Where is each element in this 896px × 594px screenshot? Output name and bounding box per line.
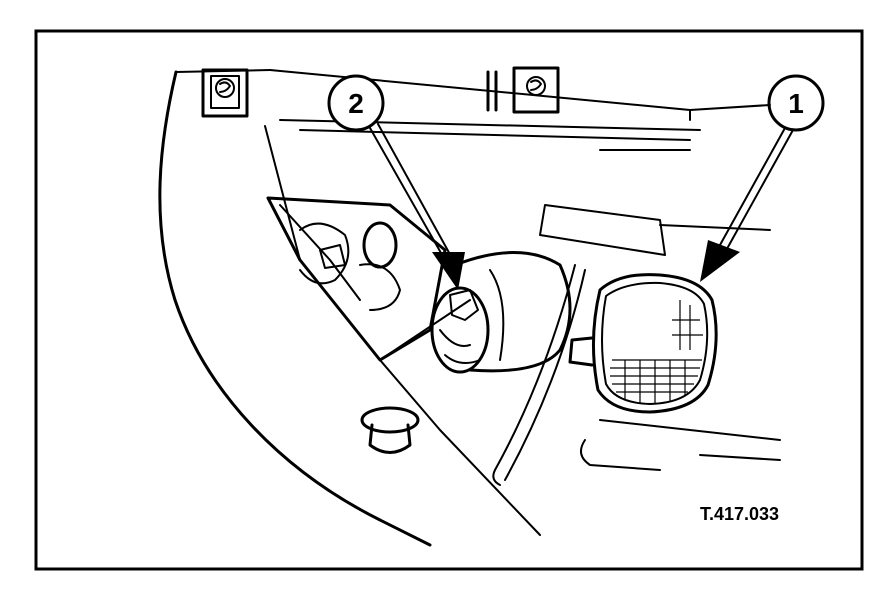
- lower-trim: [492, 204, 781, 486]
- body-panel: [158, 69, 701, 547]
- figure-reference: T.417.033: [700, 504, 779, 524]
- lens-hatching: [610, 300, 703, 404]
- screw-clip-right: [486, 66, 560, 114]
- indicator-lens: [568, 273, 718, 414]
- bulb-holder: [430, 251, 572, 374]
- arrow-head-2: [432, 252, 465, 290]
- push-clip: [360, 406, 420, 454]
- arrow-head-1: [700, 240, 740, 282]
- figure-frame: [34, 29, 864, 571]
- lamp-housing-cavity: [266, 196, 447, 362]
- callout-label-1: 1: [788, 88, 804, 119]
- callout-1: 1: [689, 74, 825, 282]
- callout-2: 2: [327, 74, 465, 290]
- callout-label-2: 2: [348, 88, 364, 119]
- screw-clip-left: [201, 68, 249, 118]
